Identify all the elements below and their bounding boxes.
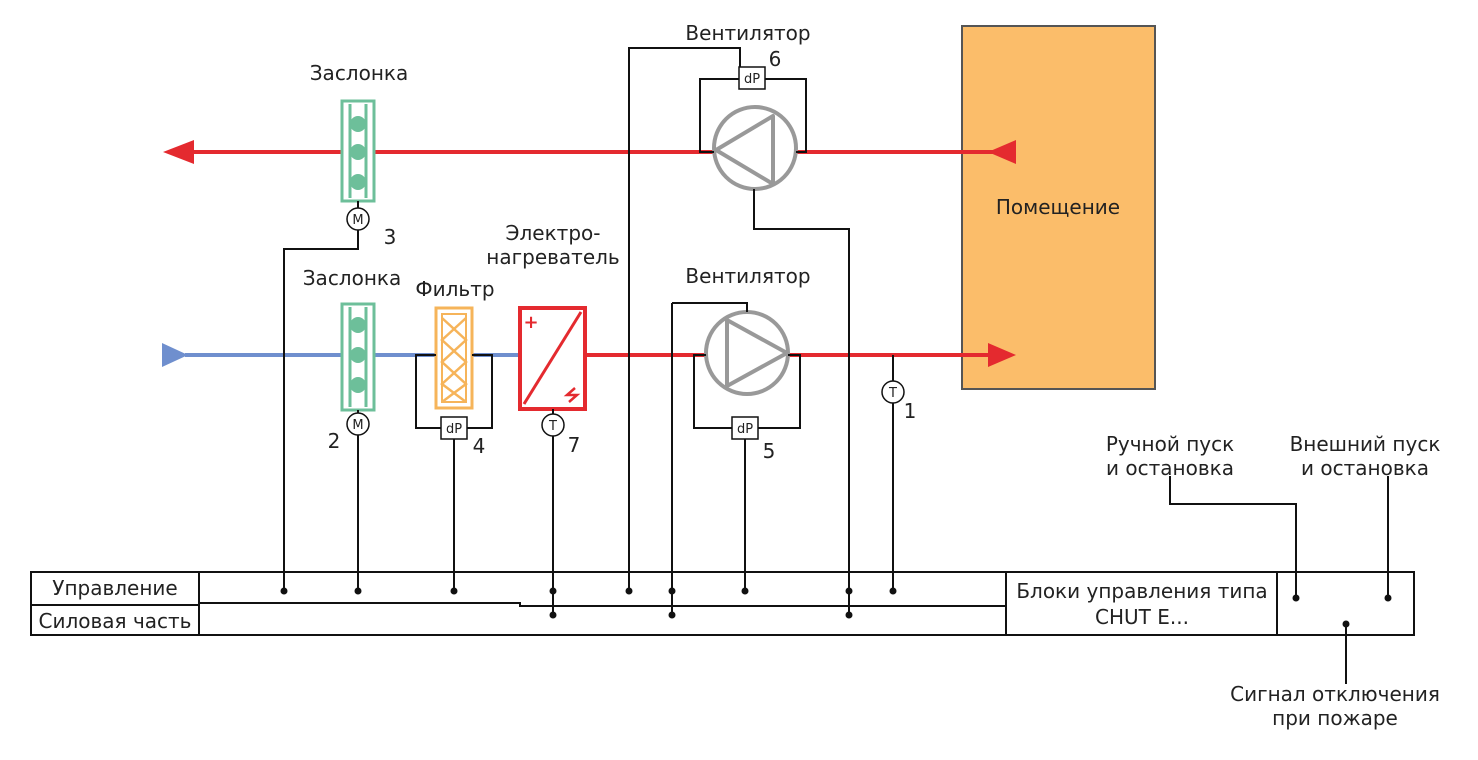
table-row-power: Силовая часть (39, 609, 192, 633)
damper-exhaust (340, 99, 376, 203)
fan-exhaust (712, 105, 798, 191)
svg-text:+: + (523, 312, 538, 333)
heater-label-line2: нагреватель (486, 245, 619, 269)
external-start-label-line1: Внешний пуск (1290, 432, 1441, 456)
control-wiring (283, 47, 1389, 684)
dp-fan-exhaust-number: 6 (769, 47, 782, 71)
dp-filter-symbol: dP (446, 422, 462, 437)
t-heater-symbol: T (548, 419, 557, 434)
motor-supply-number: 2 (328, 429, 341, 453)
control-unit-line1: Блоки управления типа (1016, 579, 1267, 603)
fan-supply-label: Вентилятор (685, 264, 810, 288)
motor-exhaust-symbol: M (352, 213, 363, 228)
heater-label-line1: Электро- (506, 221, 601, 245)
motor-exhaust-number: 3 (384, 225, 397, 249)
filter-label: Фильтр (415, 277, 494, 301)
exhaust-outlet-arrow-icon (163, 140, 194, 164)
control-unit-line2: CHUT E... (1095, 605, 1189, 629)
fan-exhaust-label: Вентилятор (685, 21, 810, 45)
electric-heater: + (518, 306, 587, 411)
supply-inlet-arrow-icon (162, 343, 188, 367)
junction-dots (280, 587, 1392, 628)
damper-supply (340, 302, 376, 412)
filter (434, 306, 474, 410)
room-label: Помещение (996, 195, 1120, 219)
motor-supply-symbol: M (352, 418, 363, 433)
control-table (30, 571, 1415, 636)
exhaust-inlet-arrow-icon (988, 140, 1016, 164)
fan-supply (704, 310, 790, 396)
dp-filter-number: 4 (473, 434, 486, 458)
table-row-control: Управление (52, 576, 177, 600)
fire-signal-label-line2: при пожаре (1272, 706, 1398, 730)
external-start-label-line2: и остановка (1301, 456, 1429, 480)
dp-fan-exhaust-icon (738, 66, 766, 90)
damper-supply-label: Заслонка (303, 266, 402, 290)
t-supply-number: 1 (904, 399, 917, 423)
t-heater-number: 7 (568, 433, 581, 457)
manual-start-label-line2: и остановка (1106, 456, 1234, 480)
fire-signal-label-line1: Сигнал отключения (1230, 682, 1440, 706)
supply-outlet-arrow-icon (988, 343, 1016, 367)
manual-start-label-line1: Ручной пуск (1106, 432, 1234, 456)
damper-exhaust-label: Заслонка (310, 61, 409, 85)
dp-fan-supply-symbol: dP (737, 422, 753, 437)
dp-fan-supply-number: 5 (763, 439, 776, 463)
room-block (961, 25, 1156, 390)
dp-fan-exhaust-symbol: dP (744, 72, 760, 87)
t-supply-symbol: T (888, 386, 897, 401)
